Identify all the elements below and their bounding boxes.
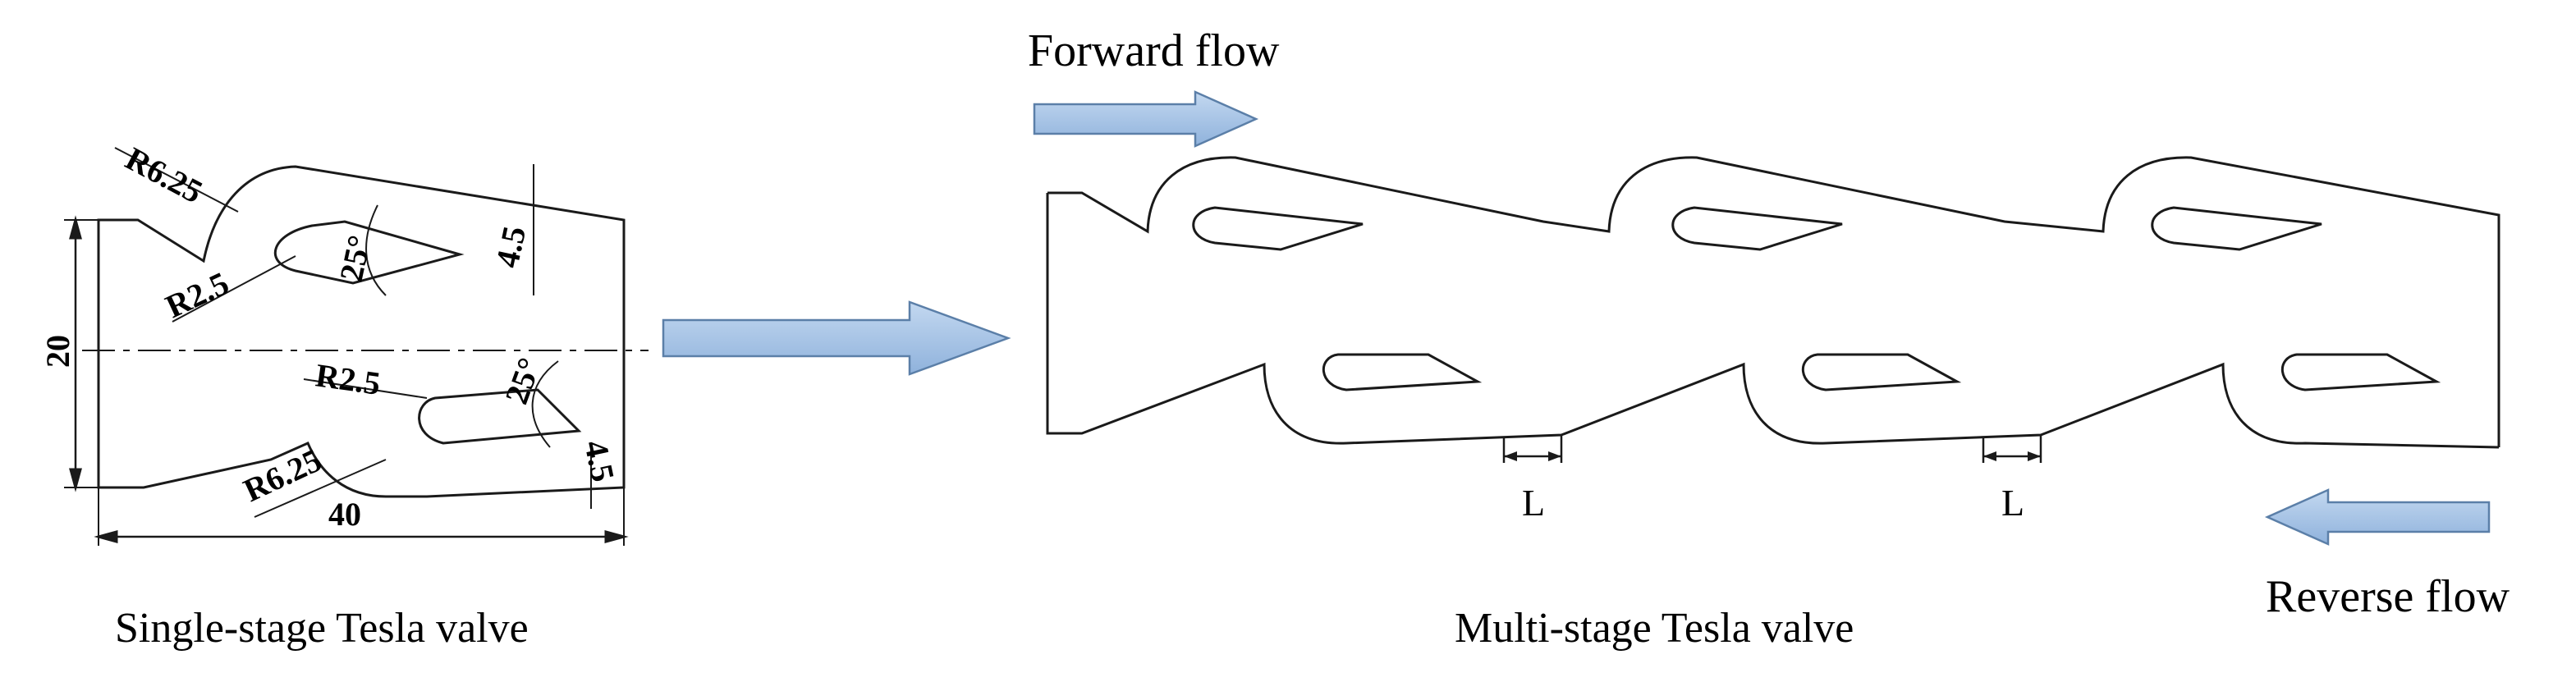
gap-label-2: L — [2001, 482, 2024, 524]
multi-stage-caption: Multi-stage Tesla valve — [1455, 605, 1854, 652]
single-stage-outline — [97, 165, 626, 498]
single-stage-drawing — [64, 147, 649, 546]
reverse-flow-label: Reverse flow — [2266, 571, 2510, 622]
dim-height: 20 — [39, 335, 76, 368]
multi-stage-loop-3-top — [2151, 206, 2322, 251]
forward-flow-arrow — [1033, 90, 1259, 148]
dim-angle-top: 25° — [332, 232, 378, 285]
multi-stage-loop-1-top — [1192, 206, 1364, 251]
multi-stage-loop-3-bottom — [2281, 353, 2441, 391]
multi-stage-outer-top — [1047, 156, 2500, 447]
dim-r-inner-top: R2.5 — [160, 264, 235, 325]
forward-flow-label: Forward flow — [1028, 25, 1280, 76]
multi-stage-loop-2-bottom — [1802, 353, 1962, 391]
multi-stage-outer-bottom — [1046, 193, 2500, 449]
dim-gap-top: 4.5 — [488, 223, 533, 271]
gap-label-1: L — [1522, 482, 1545, 524]
reverse-flow-arrow — [2264, 488, 2491, 546]
dim-r-inner-bottom: R2.5 — [314, 356, 383, 402]
single-stage-upper-loop — [273, 220, 465, 285]
dim-length: 40 — [328, 496, 361, 533]
dim-r-outer-top: R6.25 — [120, 140, 209, 210]
multi-stage-drawing — [1046, 156, 2500, 463]
dim-r-outer-bottom: R6.25 — [238, 442, 328, 510]
multi-stage-loop-2-top — [1671, 206, 1843, 251]
multi-stage-loop-1-bottom — [1322, 353, 1483, 391]
dim-gap-bottom: 4.5 — [577, 437, 621, 485]
single-stage-lower-loop — [418, 388, 582, 445]
dim-angle-bottom: 25° — [497, 353, 548, 409]
transition-arrow — [662, 300, 1011, 376]
single-stage-caption: Single-stage Tesla valve — [115, 605, 529, 652]
